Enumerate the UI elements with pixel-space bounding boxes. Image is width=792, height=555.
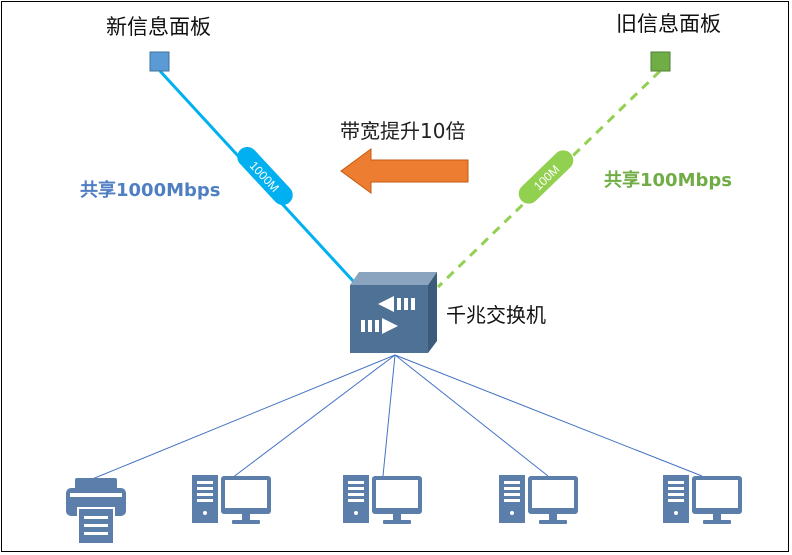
desktop-computer-icon — [663, 475, 742, 524]
new-link-capsule: 1000M — [237, 146, 293, 206]
old-link-capsule: 100M — [518, 150, 574, 204]
old-panel-label: 旧信息面板 — [616, 12, 721, 36]
upgrade-note: 带宽提升10倍 — [340, 119, 466, 143]
new-panel-icon — [149, 51, 170, 72]
link-printer — [84, 354, 396, 483]
link-computer-1 — [231, 354, 396, 479]
gigabit-switch-icon — [350, 272, 437, 353]
upgrade-arrow-icon — [340, 148, 469, 194]
link-computer-3 — [394, 354, 549, 477]
old-panel-link — [436, 69, 662, 289]
link-computer-2 — [382, 354, 396, 477]
desktop-computer-icon — [192, 475, 271, 524]
link-computer-4 — [394, 354, 703, 477]
printer-icon — [66, 478, 126, 545]
old-panel-icon — [650, 51, 671, 72]
switch-label: 千兆交换机 — [446, 303, 546, 327]
device-links — [84, 354, 703, 483]
new-speed-label: 共享1000Mbps — [80, 180, 221, 201]
desktop-computer-icon — [499, 475, 578, 524]
desktop-computer-icon — [343, 475, 422, 524]
old-speed-label: 共享100Mbps — [604, 170, 732, 191]
new-panel-label: 新信息面板 — [106, 15, 211, 39]
